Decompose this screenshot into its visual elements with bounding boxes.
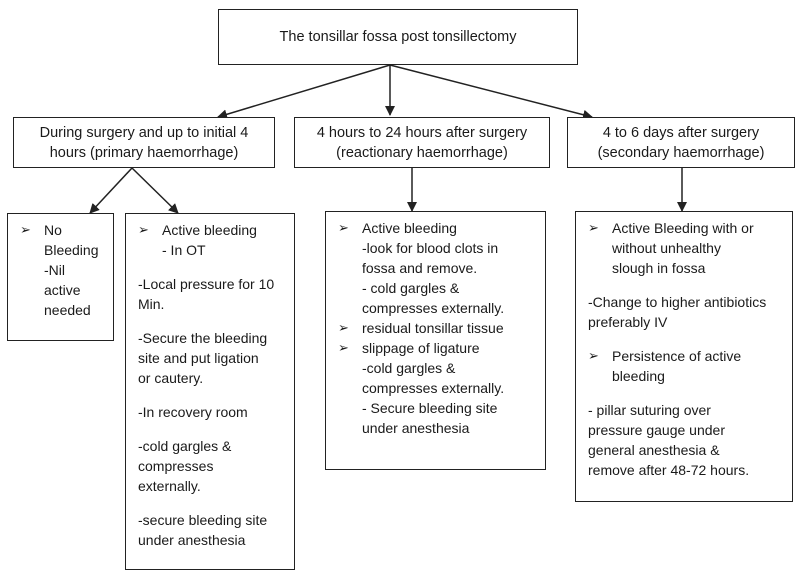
reactionary-box: ➢ Active bleeding -look for blood clots … — [325, 211, 546, 470]
root-title: The tonsillar fossa post tonsillectomy — [279, 29, 517, 45]
arrow-primary-to-active — [131, 167, 179, 214]
category-secondary-line1: 4 to 6 days after surgery — [602, 124, 760, 141]
reactionary-bullet-1: ➢ Active bleeding -look for blood clots … — [338, 218, 535, 318]
bullet-arrow-icon: ➢ — [338, 320, 349, 335]
no-bleeding-bullet: ➢ No Bleeding -Nil active needed — [20, 220, 103, 320]
secondary-pillar-suturing: - pillar suturing over pressure gauge un… — [588, 402, 750, 478]
primary-secure-site: -Secure the bleeding site and put ligati… — [138, 330, 268, 386]
arrow-root-to-primary — [217, 64, 391, 120]
primary-secure-anesthesia: -secure bleeding site under anesthesia — [138, 512, 268, 548]
bullet-arrow-icon: ➢ — [338, 220, 349, 235]
category-reactionary-line2: (reactionary haemorrhage) — [336, 144, 508, 161]
category-secondary-box: 4 to 6 days after surgery (secondary hae… — [567, 117, 795, 168]
category-primary-line2: hours (primary haemorrhage) — [49, 144, 239, 161]
secondary-box: ➢ Active Bleeding with or without unheal… — [575, 211, 793, 502]
no-bleeding-text: No Bleeding -Nil active needed — [44, 222, 99, 318]
bullet-arrow-icon: ➢ — [338, 340, 349, 355]
reactionary-bullet-2: ➢ residual tonsillar tissue — [338, 318, 535, 338]
primary-active-bullet: ➢ Active bleeding - In OT — [138, 220, 284, 260]
bullet-arrow-icon: ➢ — [20, 222, 31, 237]
reactionary-active-text: Active bleeding -look for blood clots in… — [362, 220, 505, 316]
reactionary-residual-text: residual tonsillar tissue — [362, 320, 504, 336]
primary-local-pressure: -Local pressure for 10 Min. — [138, 276, 275, 312]
no-bleeding-box: ➢ No Bleeding -Nil active needed — [7, 213, 114, 341]
category-reactionary-line1: 4 hours to 24 hours after surgery — [316, 124, 528, 141]
secondary-bullet-2: ➢ Persistence of active bleeding — [588, 346, 782, 386]
primary-cold-gargles: -cold gargles & compresses externally. — [138, 438, 232, 494]
arrow-primary-to-no-bleeding — [89, 167, 133, 214]
arrow-root-to-secondary — [389, 64, 593, 120]
bullet-arrow-icon: ➢ — [588, 348, 599, 363]
secondary-persistence-text: Persistence of active bleeding — [612, 348, 742, 384]
reactionary-bullet-3: ➢ slippage of ligature -cold gargles & c… — [338, 338, 535, 438]
category-reactionary-box: 4 hours to 24 hours after surgery (react… — [294, 117, 550, 168]
bullet-arrow-icon: ➢ — [588, 220, 599, 235]
root-box: The tonsillar fossa post tonsillectomy — [218, 9, 578, 65]
category-primary-line1: During surgery and up to initial 4 — [39, 124, 249, 141]
secondary-bullet-1: ➢ Active Bleeding with or without unheal… — [588, 218, 782, 278]
category-primary-box: During surgery and up to initial 4 hours… — [13, 117, 275, 168]
reactionary-slippage-text: slippage of ligature -cold gargles & com… — [362, 340, 505, 436]
primary-active-box: ➢ Active bleeding - In OT -Local pressur… — [125, 213, 295, 570]
secondary-antibiotics: -Change to higher antibiotics preferably… — [588, 294, 767, 330]
bullet-arrow-icon: ➢ — [138, 222, 149, 237]
category-secondary-line2: (secondary haemorrhage) — [597, 144, 765, 161]
secondary-active-text: Active Bleeding with or without unhealth… — [612, 220, 754, 276]
primary-recovery-room: -In recovery room — [138, 404, 248, 420]
primary-active-text: Active bleeding - In OT — [162, 222, 257, 258]
